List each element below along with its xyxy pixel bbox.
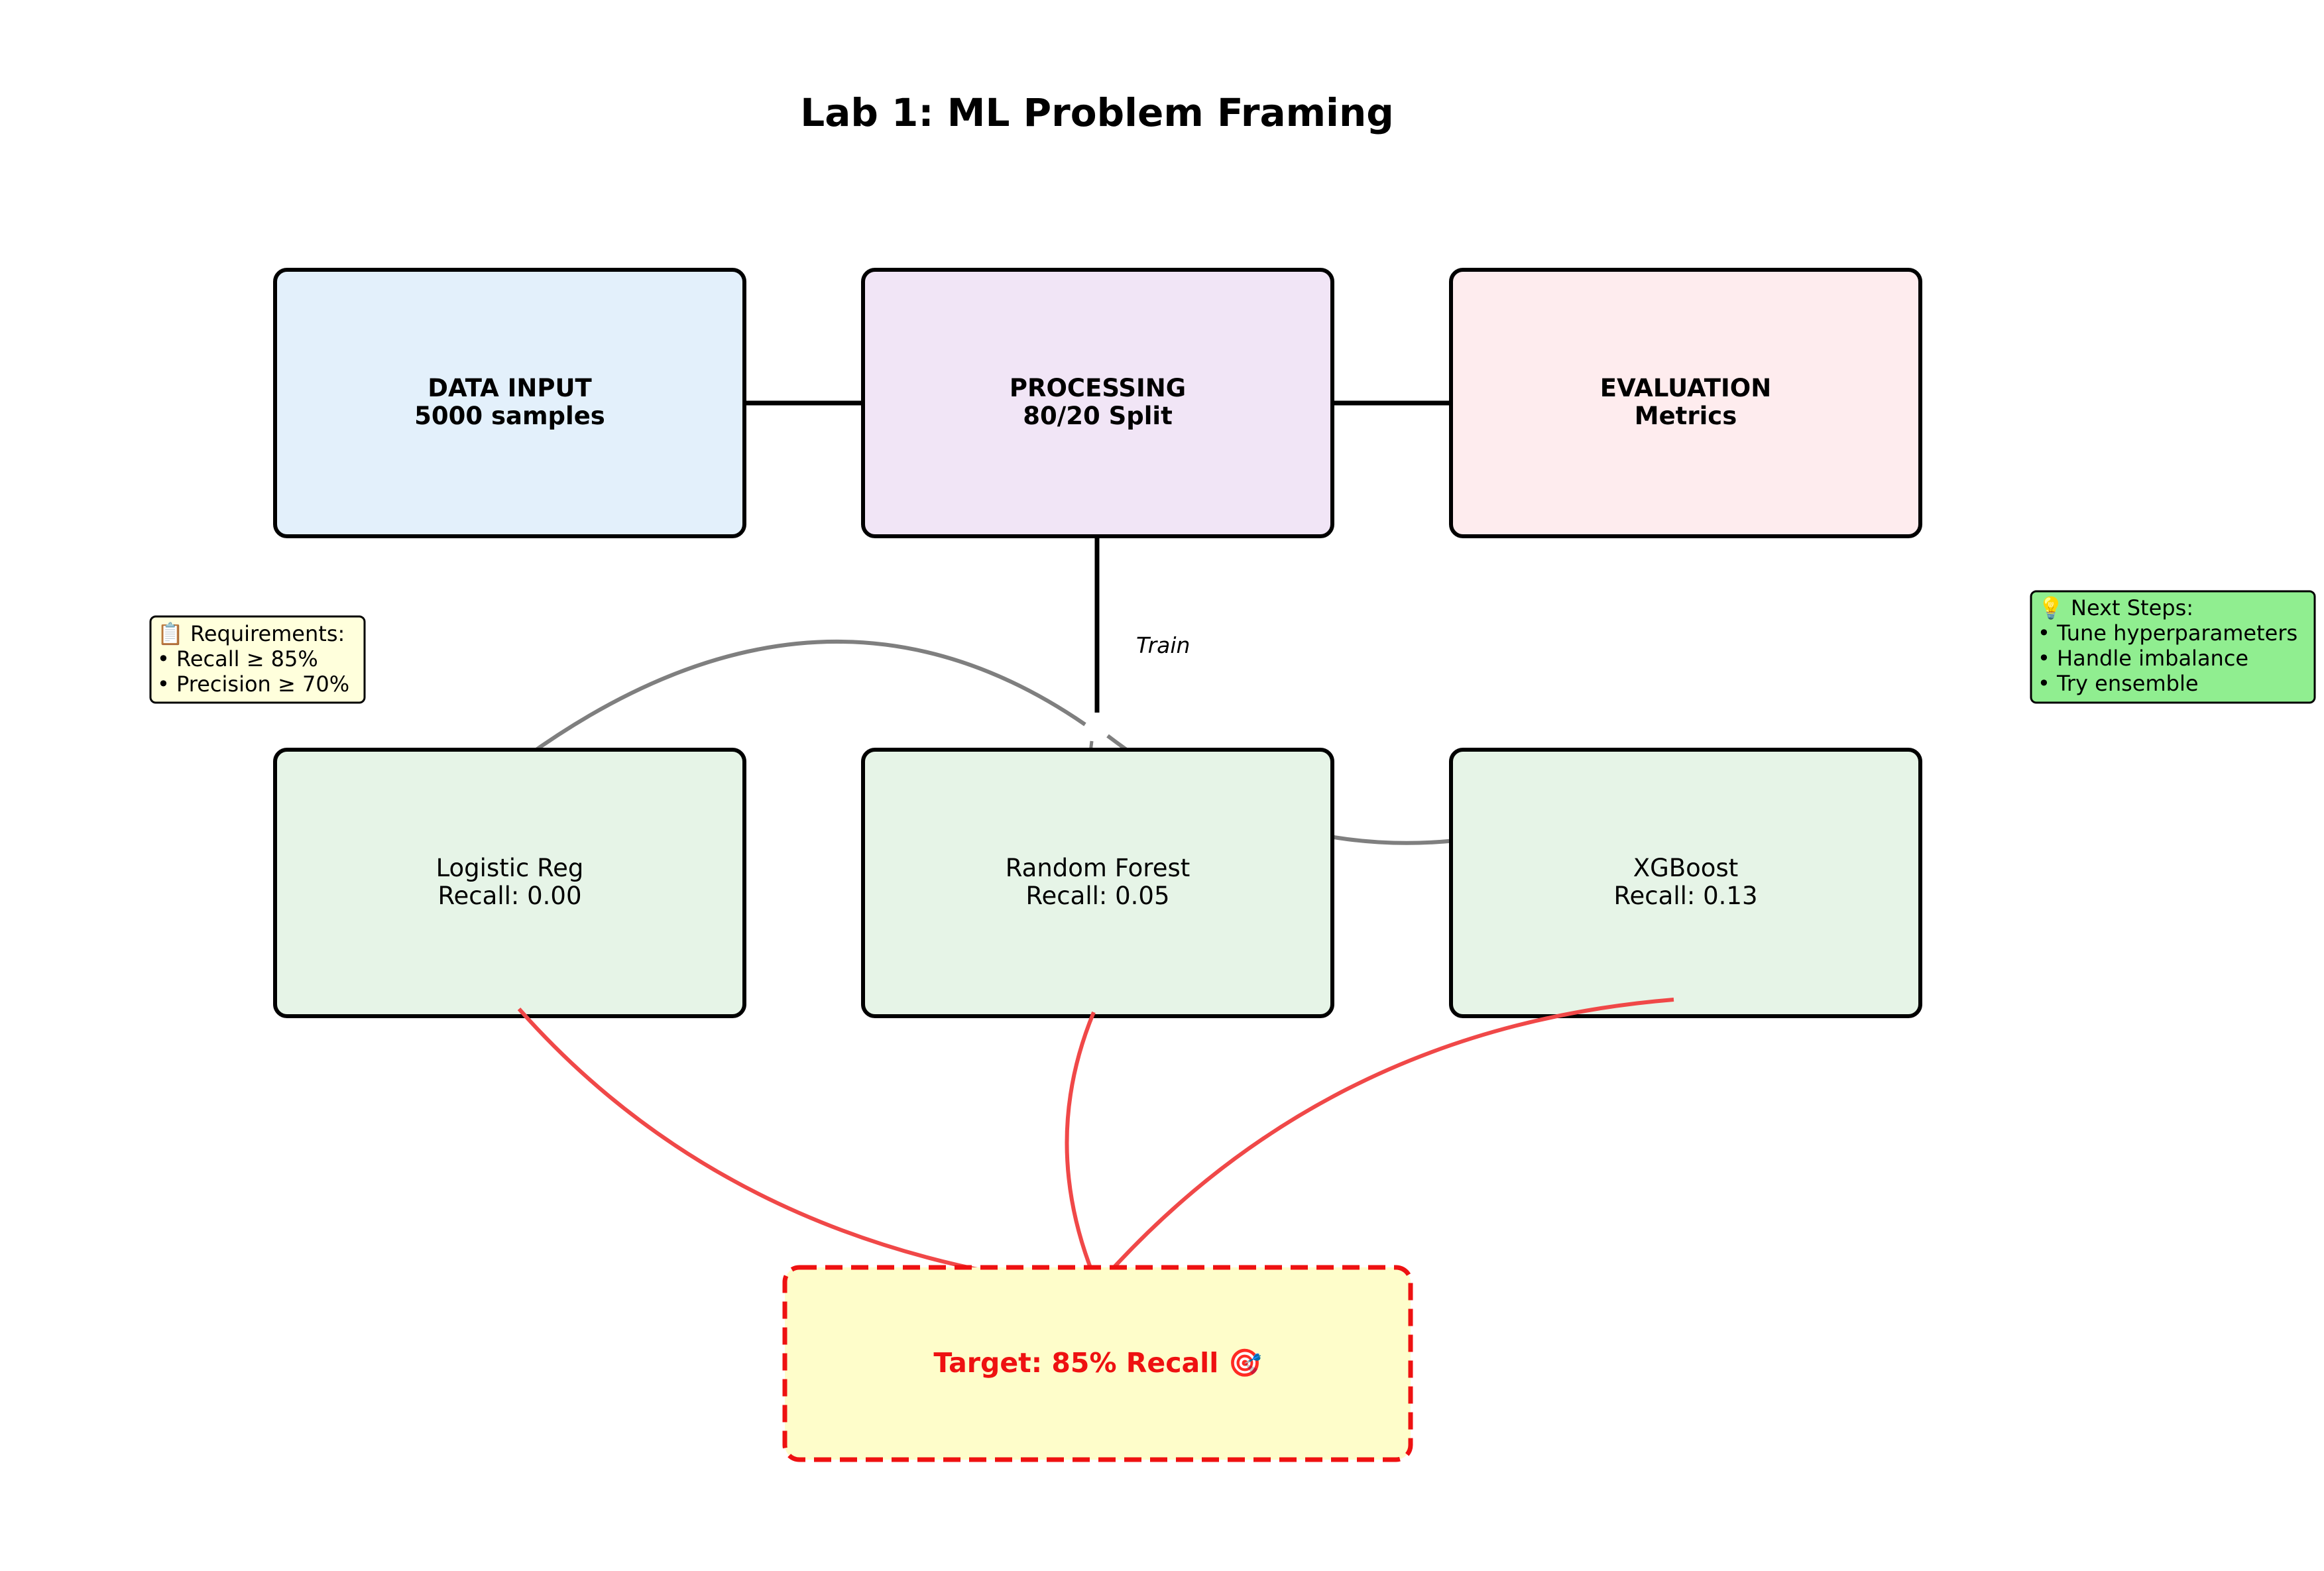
arc-logistic-to-target (517, 1008, 1081, 1288)
model-box-xgboost: XGBoost Recall: 0.13 (1449, 748, 1922, 1018)
random-forest-box-shape (861, 748, 1334, 1018)
model-box-logistic-reg: Logistic Reg Recall: 0.00 (273, 748, 746, 1018)
logistic-reg-recall: Recall: 0.00 (438, 882, 582, 910)
evaluation-title: EVALUATION (1600, 374, 1771, 402)
logistic-reg-box-shape (273, 748, 746, 1018)
pipeline-box-evaluation: EVALUATION Metrics (1449, 268, 1922, 538)
data-input-title: DATA INPUT (428, 374, 592, 402)
random-forest-name: Random Forest (1006, 854, 1191, 882)
requirements-precision: • Precision ≥ 70% (157, 671, 349, 697)
next-steps-note-box (2030, 590, 2316, 704)
diagram-title: Lab 1: ML Problem Framing (800, 90, 1394, 135)
pipeline-box-processing: PROCESSING 80/20 Split (861, 268, 1334, 538)
xgboost-recall: Recall: 0.13 (1614, 882, 1758, 910)
requirements-recall: • Recall ≥ 85% (157, 646, 318, 671)
pipeline-box-data-input: DATA INPUT 5000 samples (273, 268, 746, 538)
requirements-note: 📋 Requirements: • Recall ≥ 85% • Precisi… (149, 615, 366, 704)
processing-split: 80/20 Split (1023, 402, 1173, 430)
target-box-shape (782, 1265, 1413, 1462)
logistic-reg-name: Logistic Reg (436, 854, 584, 882)
next-steps-tune: • Tune hyperparameters (2038, 620, 2297, 646)
data-input-box-shape (273, 268, 746, 538)
next-steps-heading: 💡 Next Steps: (2038, 595, 2193, 620)
evaluation-metrics: Metrics (1635, 402, 1737, 430)
arc-logistic-to-forest (524, 640, 1086, 760)
target-label: Target: 85% Recall 🎯 (933, 1347, 1261, 1379)
processing-box-shape (861, 268, 1334, 538)
xgboost-name: XGBoost (1633, 854, 1738, 882)
next-steps-note: 💡 Next Steps: • Tune hyperparameters • H… (2030, 590, 2316, 704)
xgboost-box-shape (1449, 748, 1922, 1018)
random-forest-recall: Recall: 0.05 (1026, 882, 1170, 910)
data-input-samples: 5000 samples (414, 402, 605, 430)
next-steps-ensemble: • Try ensemble (2038, 671, 2199, 696)
evaluation-box-shape (1449, 268, 1922, 538)
model-box-random-forest: Random Forest Recall: 0.05 (861, 748, 1334, 1018)
arc-xgboost-to-target (1107, 998, 1674, 1275)
target-box: Target: 85% Recall 🎯 (782, 1265, 1413, 1462)
requirements-note-box (149, 615, 366, 704)
next-steps-imbalance: • Handle imbalance (2038, 646, 2248, 671)
requirements-heading: 📋 Requirements: (157, 621, 345, 646)
processing-title: PROCESSING (1010, 374, 1186, 402)
train-edge-label: Train (1136, 632, 1190, 658)
arc-forest-to-target (1065, 1011, 1096, 1274)
